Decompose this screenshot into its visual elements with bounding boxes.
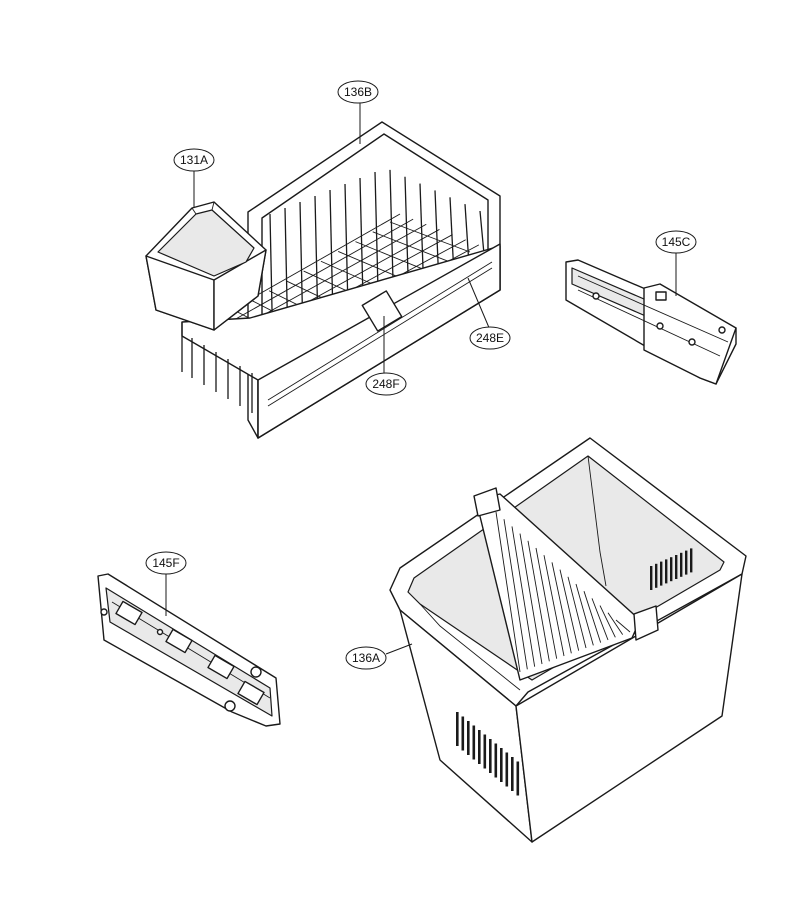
callout-label-131a: 131A — [180, 153, 208, 167]
divider-slot — [583, 591, 602, 643]
front-vent — [505, 752, 509, 787]
divider-slot — [607, 612, 624, 635]
callout-145f: 145F — [145, 551, 187, 616]
side-vent — [675, 555, 678, 579]
front-vent — [489, 739, 492, 773]
callout-136a: 136A — [345, 643, 413, 670]
front-vents — [456, 712, 520, 796]
divider-slot — [559, 569, 580, 651]
divider-slot — [551, 562, 572, 654]
side-vent — [670, 557, 673, 582]
callout-label-136b: 136B — [344, 85, 372, 99]
side-vent — [680, 552, 683, 577]
callout-248f: 248F — [365, 316, 407, 396]
floor-wire — [372, 231, 452, 264]
front-vent — [461, 716, 465, 751]
front-vent — [516, 761, 520, 796]
side-vent — [690, 548, 693, 573]
divider-slot — [495, 511, 521, 673]
part-131a-cup — [145, 201, 267, 331]
side-vent — [650, 566, 653, 590]
callout-label-145c: 145C — [662, 235, 691, 249]
back-wire — [479, 210, 485, 255]
front-vent — [500, 748, 503, 782]
callout-131a: 131A — [173, 148, 215, 208]
divider-slot — [511, 526, 536, 667]
front-vent — [456, 712, 459, 746]
divider-slot — [599, 605, 616, 638]
callout-145c: 145C — [655, 230, 697, 296]
front-vent — [467, 721, 470, 755]
front-vent — [511, 757, 514, 791]
side-vent — [665, 559, 668, 584]
part-136a-large-bin — [389, 437, 747, 843]
callout-label-136a: 136A — [352, 651, 380, 665]
front-wires — [191, 338, 253, 413]
part-145c-rail — [565, 259, 737, 385]
part-145f-rail — [97, 573, 281, 727]
floor-wire — [389, 221, 471, 253]
divider-slot — [503, 519, 528, 670]
divider-slots — [495, 511, 631, 673]
front-vent — [494, 743, 498, 778]
divider-slot — [575, 583, 594, 646]
divider-slot — [535, 547, 558, 659]
divider-slot — [527, 540, 550, 662]
callout-248e: 248E — [467, 277, 511, 350]
divider-slot — [567, 576, 587, 649]
divider-slot — [519, 533, 543, 665]
callout-label-248e: 248E — [476, 331, 504, 345]
front-vent — [483, 734, 487, 769]
callout-136b: 136B — [337, 80, 379, 144]
side-vent — [685, 550, 688, 575]
divider-slot — [591, 598, 609, 641]
floor-wire — [205, 218, 414, 337]
side-vent — [655, 563, 658, 588]
callout-label-248f: 248F — [372, 377, 399, 391]
callout-label-145f: 145F — [152, 556, 179, 570]
divider-slot — [615, 619, 631, 633]
front-vent — [478, 730, 481, 764]
side-vent — [660, 561, 663, 586]
front-vent — [472, 725, 476, 760]
side-vents — [650, 548, 693, 590]
divider-slot — [543, 555, 565, 657]
part-136b-wire-basket — [181, 121, 501, 439]
